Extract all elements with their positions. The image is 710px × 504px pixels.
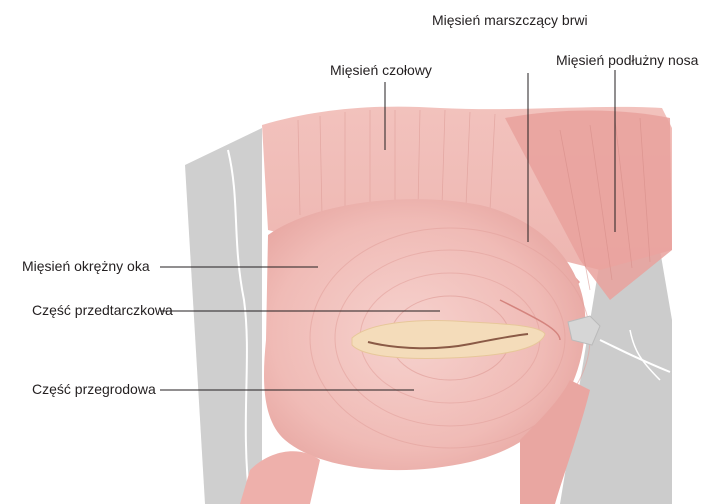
label-orbicularis-oculi: Mięsień okrężny oka: [22, 258, 150, 274]
label-preseptal: Część przegrodowa: [32, 381, 156, 397]
label-frontalis: Mięsień czołowy: [330, 62, 432, 78]
label-pretarsal: Część przedtarczkowa: [32, 302, 173, 318]
label-procerus: Mięsień podłużny nosa: [556, 52, 698, 68]
label-corrugator: Mięsień marszczący brwi: [432, 12, 588, 28]
